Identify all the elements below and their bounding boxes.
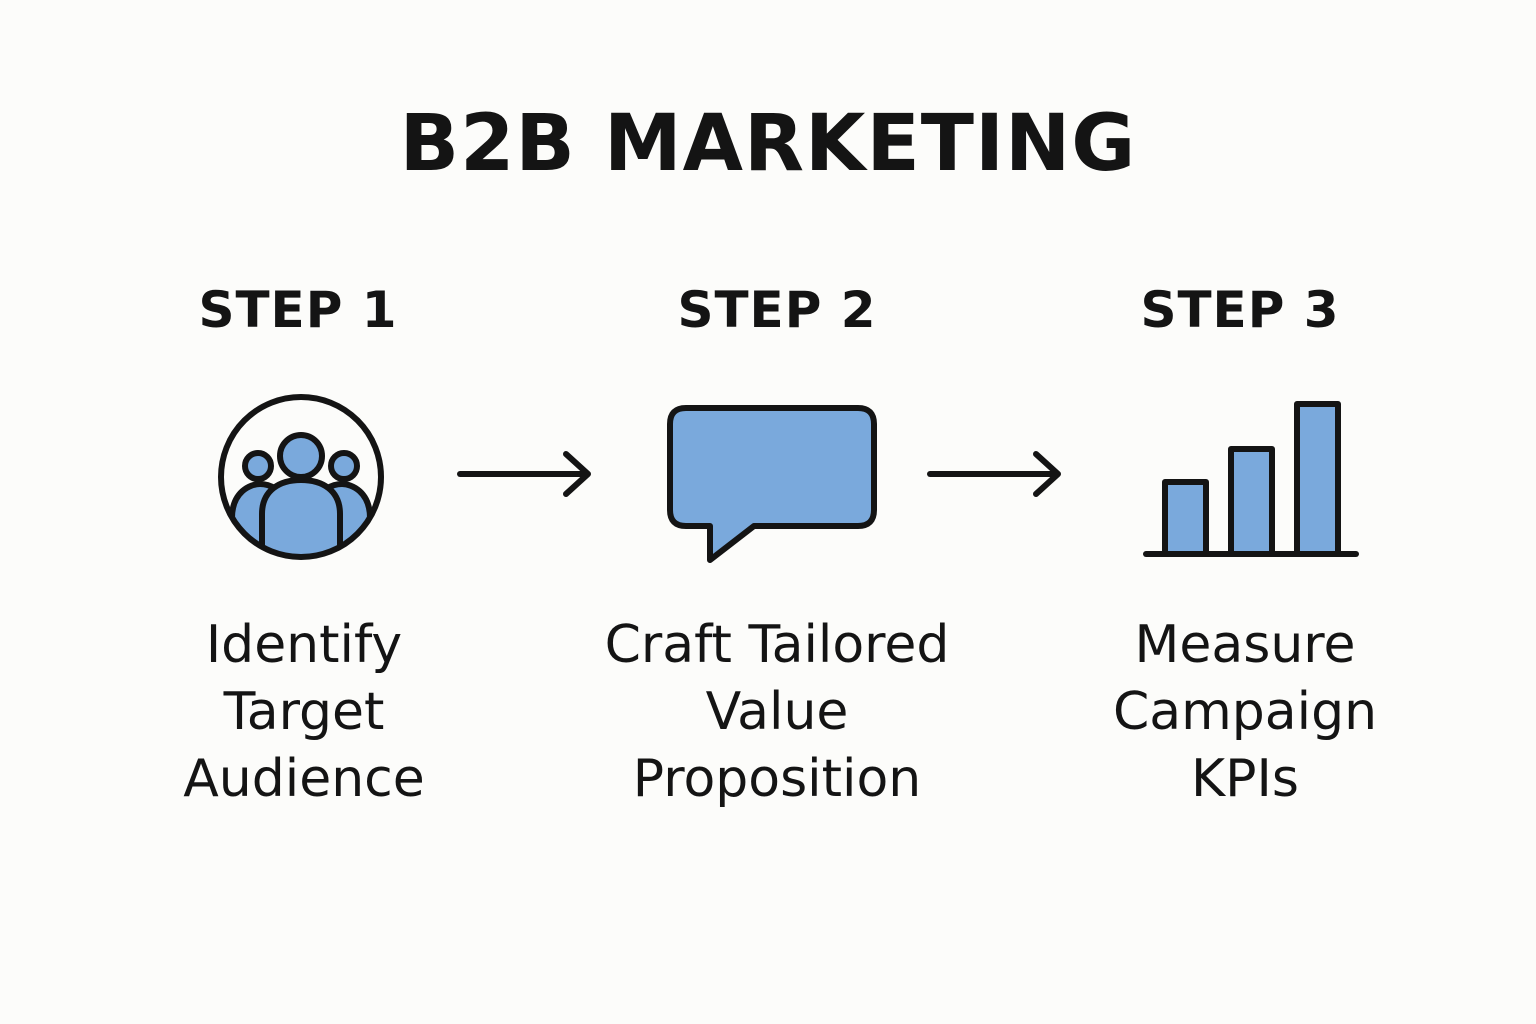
step-3-description: Measure Campaign KPIs [1035,612,1455,813]
step-2-description: Craft Tailored Value Proposition [567,612,987,813]
step-1-line-3: Audience [183,749,425,809]
step-1-line-1: Identify [205,615,403,675]
arrow-right-icon [457,451,591,497]
step-3-line-1: Measure [1134,615,1356,675]
step-2-line-3: Proposition [632,749,922,809]
step-3-heading: STEP 3 [1140,281,1340,339]
audience-group-icon [218,394,384,560]
step-1-heading: STEP 1 [198,281,398,339]
step-2-line-2: Value [705,682,849,742]
step-2-heading: STEP 2 [677,281,877,339]
speech-bubble-icon [667,405,877,563]
arrow-right-icon [927,451,1061,497]
step-3-line-2: Campaign [1112,682,1378,742]
bar-chart-icon [1143,401,1359,557]
step-1-line-2: Target [223,682,385,742]
step-3-line-3: KPIs [1191,749,1299,809]
step-1-description: Identify Target Audience [94,612,514,813]
step-2-line-1: Craft Tailored [604,615,950,675]
diagram-title: B2B MARKETING [399,99,1137,189]
